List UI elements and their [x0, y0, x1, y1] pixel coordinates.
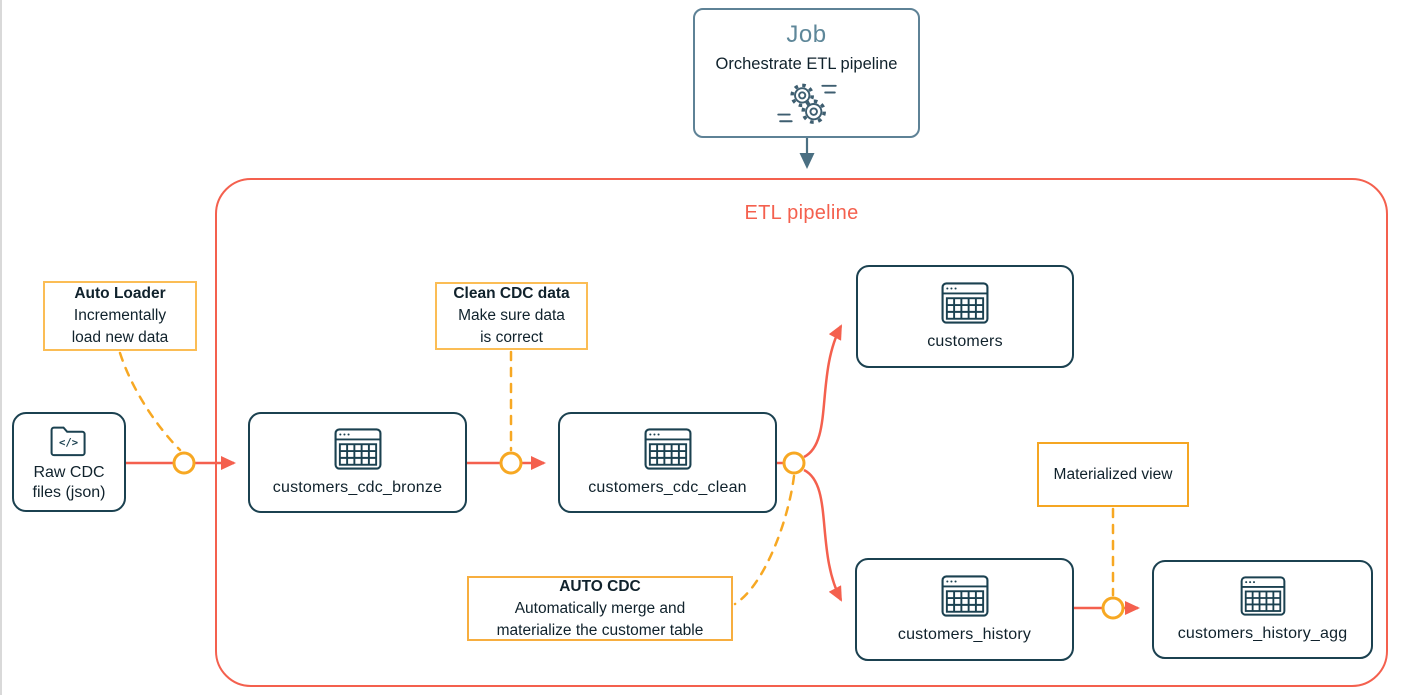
flow-circle-auto-loader	[172, 451, 196, 475]
node-customers-history: customers_history	[855, 558, 1074, 661]
link-auto-loader	[118, 351, 182, 452]
node-customers-history-agg: customers_history_agg	[1152, 560, 1373, 659]
source-label-line2: files (json)	[32, 484, 106, 501]
node-raw-cdc-files: </> Raw CDC files (json)	[12, 412, 126, 512]
table-icon	[644, 428, 691, 470]
callout-title: AUTO CDC	[559, 577, 641, 595]
table-icon	[941, 575, 988, 617]
etl-pipeline-label: ETL pipeline	[744, 202, 859, 224]
callout-body-line: is correct	[480, 329, 543, 346]
callout-body-line: Automatically merge and	[514, 599, 686, 617]
callout-auto-cdc: AUTO CDC Automatically merge and materia…	[467, 576, 733, 641]
code-folder-icon: </>	[50, 426, 86, 457]
node-customers-cdc-clean: customers_cdc_clean	[558, 412, 777, 513]
callout-body-line: Make sure data	[458, 307, 565, 324]
callout-title: Clean CDC data	[453, 285, 570, 302]
callout-title: Materialized view	[1053, 465, 1173, 483]
callout-body-line: Incrementally	[73, 307, 167, 324]
job-subtitle: Orchestrate ETL pipeline	[715, 55, 898, 73]
callout-materialized-view: Materialized view	[1037, 442, 1189, 507]
node-label: customers_cdc_clean	[588, 479, 747, 496]
callout-body-line: load new data	[71, 329, 169, 346]
job-title: Job	[786, 21, 827, 48]
node-label: customers_history_agg	[1177, 625, 1348, 642]
node-label: customers	[927, 333, 1003, 350]
node-label: customers_cdc_bronze	[272, 479, 443, 496]
table-icon	[1240, 576, 1285, 616]
table-icon	[334, 428, 381, 470]
etl-pipeline-container: ETL pipeline	[215, 178, 1388, 687]
job-box: Job Orchestrate ETL pipeline	[693, 8, 920, 138]
callout-body-line: materialize the customer table	[496, 621, 704, 639]
node-label: customers_history	[897, 626, 1032, 643]
node-customers-cdc-bronze: customers_cdc_bronze	[248, 412, 467, 513]
node-customers: customers	[856, 265, 1074, 368]
source-label-line1: Raw CDC	[33, 464, 105, 481]
page-left-rule	[0, 0, 2, 695]
callout-auto-loader: Auto Loader Incrementally load new data	[43, 281, 197, 351]
gears-icon	[776, 83, 837, 124]
table-icon	[941, 282, 989, 324]
callout-clean-cdc-data: Clean CDC data Make sure data is correct	[435, 282, 588, 350]
callout-title: Auto Loader	[74, 285, 166, 302]
svg-text:</>: </>	[59, 437, 78, 449]
